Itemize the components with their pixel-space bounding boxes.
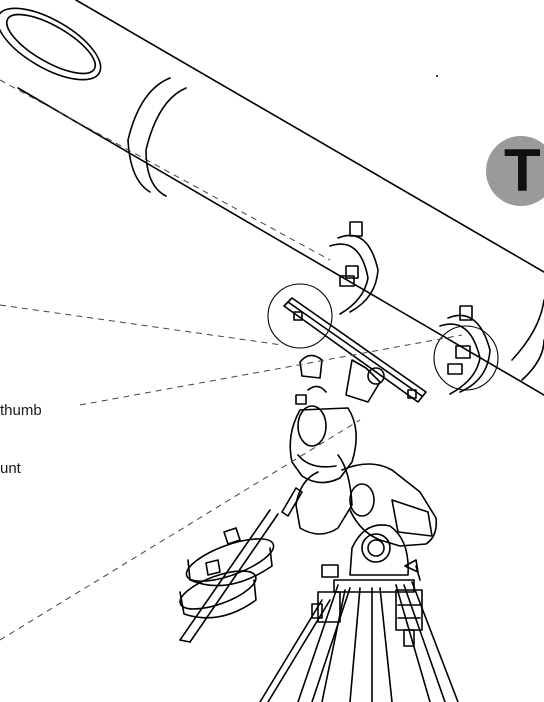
leader-lines	[0, 79, 463, 641]
callout-circles	[267, 283, 499, 391]
leader-line-mount	[0, 419, 361, 641]
section-badge: T	[486, 136, 544, 206]
callout-circle-rear	[433, 325, 499, 391]
badge-letter: T	[504, 137, 541, 204]
dovetail-bar	[283, 297, 427, 403]
label-thumb: thumb	[0, 402, 42, 419]
leader-line-tube	[0, 79, 331, 261]
mount-housing	[289, 354, 438, 547]
mount-base	[321, 524, 421, 581]
counterweight	[179, 487, 303, 643]
tripod	[259, 579, 459, 702]
leader-line-thumb	[79, 334, 463, 406]
telescope-tube	[0, 0, 544, 396]
leader-line-ring-front	[0, 304, 283, 346]
callout-circle-front	[267, 283, 333, 349]
label-mount: unt	[0, 460, 21, 477]
tube-rings	[329, 221, 491, 395]
speck	[436, 75, 438, 77]
